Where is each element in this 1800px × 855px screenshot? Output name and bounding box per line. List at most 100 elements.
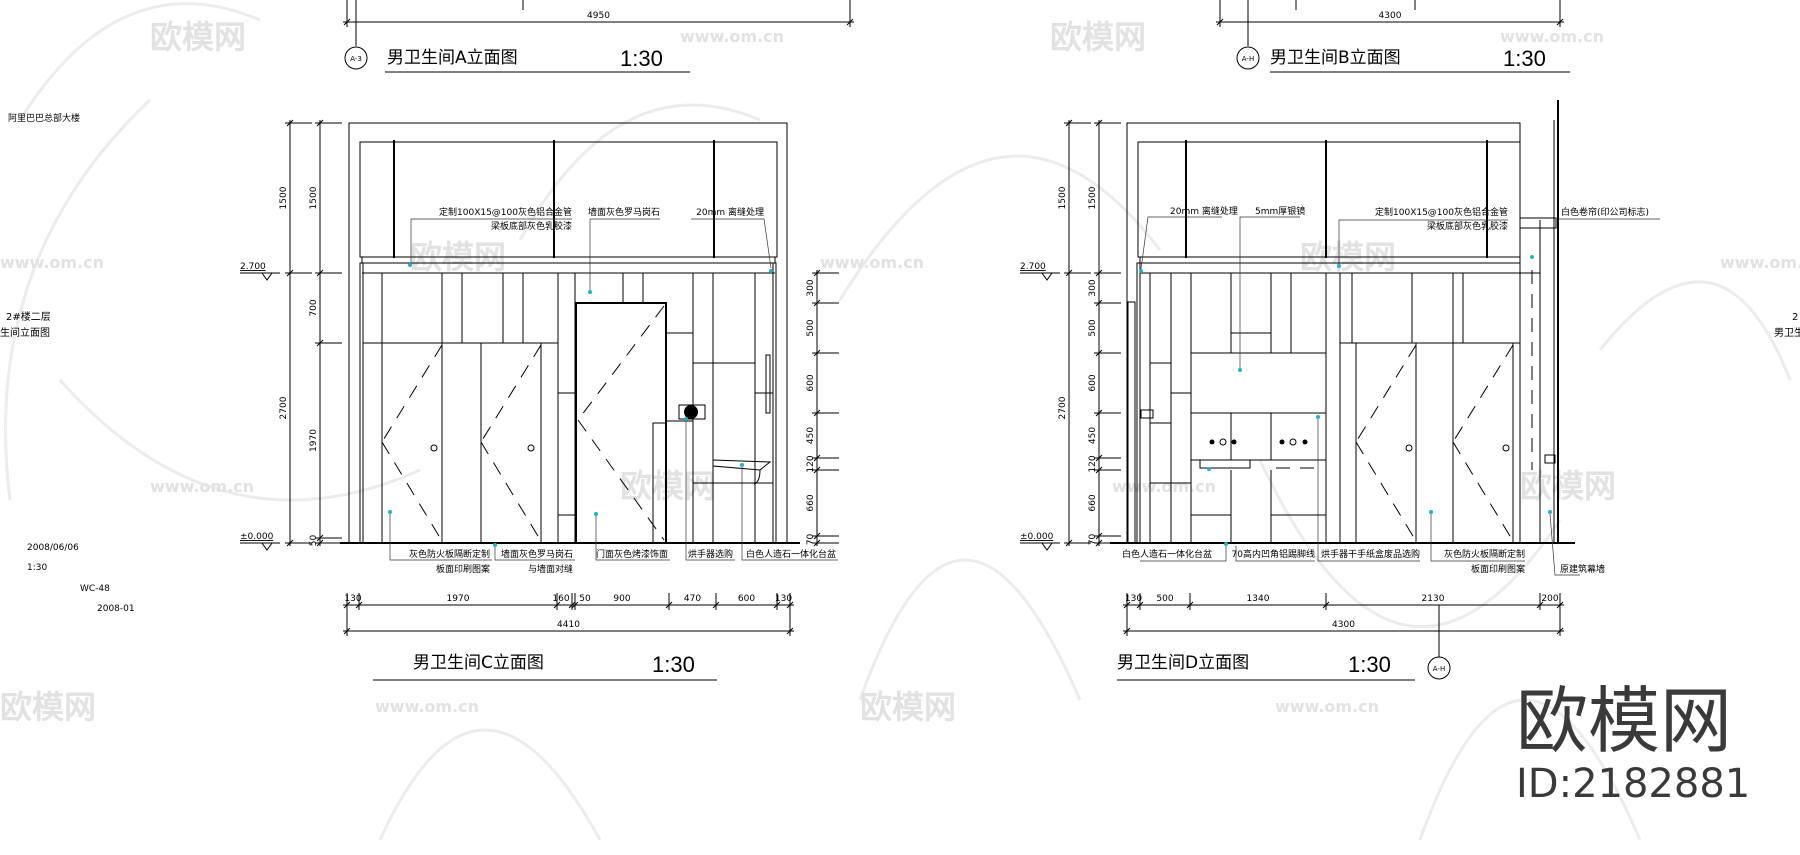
- dimension-label: 1500: [1088, 186, 1098, 209]
- brand-watermark: 欧模网 ID:2182881: [1516, 679, 1750, 807]
- dimension-label: 130: [775, 594, 792, 604]
- dimension-label: 1970: [447, 594, 470, 604]
- dimension-tick: [286, 539, 294, 547]
- note: 梁板底部灰色乳胶漆: [1427, 220, 1508, 232]
- model-id: ID:2182881: [1516, 761, 1750, 807]
- note: 烘手器干手纸盒废品选购: [1321, 548, 1420, 560]
- elevation-c-notes: 定制100X15@100灰色铝合金管 梁板底部灰色乳胶漆 墙面灰色罗马岗石 20…: [373, 206, 836, 681]
- watermark-site: www.om.cn: [1720, 253, 1800, 272]
- dimension-tick: [712, 601, 720, 609]
- watermarks: 欧模网 www.om.cn 欧模网 www.om.cn www.om.cn 欧模…: [0, 18, 1800, 726]
- sheet-info: 阿里巴巴总部大楼 2#楼二层 生间立面图 2008/06/06 1:30 WC-…: [0, 112, 1800, 614]
- dimension-tick: [343, 627, 351, 635]
- watermark-site: www.om.cn: [1112, 477, 1216, 496]
- dimension-tick: [568, 601, 576, 609]
- watermark-brand: 欧模网: [0, 688, 96, 726]
- dimension-label: 1500: [279, 186, 289, 209]
- dimension-label: 500: [1088, 319, 1098, 336]
- dimension-label: 2700: [1058, 396, 1068, 419]
- note: 5mm厚银镜: [1255, 205, 1305, 217]
- level-marker-icon: [261, 542, 273, 551]
- project-name: 阿里巴巴总部大楼: [8, 112, 80, 124]
- dimension-tick: [1536, 601, 1544, 609]
- dimension-label: 500: [1156, 594, 1173, 604]
- dimension-label: 300: [1088, 279, 1098, 296]
- dimension-label: 120: [806, 455, 816, 472]
- dimension-label: 4410: [557, 620, 580, 630]
- right-edge-name: 男卫生: [1774, 326, 1800, 339]
- watermark-site: www.om.cn: [375, 697, 479, 716]
- dimension-label: 450: [806, 427, 816, 444]
- dimension-tick: [1095, 299, 1103, 307]
- note: 与墙面对缝: [528, 563, 573, 575]
- watermark-brand: 欧模网: [150, 18, 246, 56]
- watermark-site: www.om.cn: [0, 253, 104, 272]
- dimension-label: 160: [552, 594, 569, 604]
- dimension-tick: [316, 119, 324, 127]
- dimension-tick: [773, 601, 781, 609]
- dimension-tick: [1095, 466, 1103, 474]
- dimension-label: 2130: [1422, 594, 1445, 604]
- dimension-tick: [316, 339, 324, 347]
- dimension-tick: [1095, 349, 1103, 357]
- note: 烘手器选购: [688, 548, 733, 560]
- watermark-arcs: [4, 2, 1792, 841]
- dimension-tick: [1216, 18, 1224, 26]
- note: 白色人造石一体化台盆: [1122, 548, 1212, 560]
- elevation-d: [1110, 100, 1660, 576]
- dimension-label: 700: [309, 299, 319, 316]
- watermark-site: www.om.cn: [1275, 697, 1379, 716]
- view-a-title-block: A-3 男卫生间A立面图 1:30: [344, 0, 690, 73]
- dimension-tick: [786, 627, 794, 635]
- watermark-site: www.om.cn: [680, 27, 784, 46]
- note: 墙面灰色罗马岗石: [588, 206, 660, 218]
- dimension-label: 300: [806, 279, 816, 296]
- dimension-tick: [571, 601, 579, 609]
- right-edge-floor: 2: [1792, 312, 1798, 323]
- level-marker-icon: [1041, 542, 1053, 551]
- sheet-scale: 1:30: [27, 563, 47, 573]
- section-bubble: [1427, 656, 1451, 680]
- view-d-title: 男卫生间D立面图: [1117, 653, 1249, 673]
- dimension-label: 70: [806, 534, 816, 546]
- dimension-tick: [1556, 627, 1564, 635]
- dimension-tick: [1065, 269, 1073, 277]
- dimension-label: 660: [806, 494, 816, 511]
- dimension-tick: [813, 539, 821, 547]
- issue: 2008-01: [97, 604, 135, 614]
- dimension-tick: [1556, 18, 1564, 26]
- dimension-label: 1970: [309, 429, 319, 452]
- dimension-label: 900: [613, 594, 630, 604]
- dimension-label: 1500: [1058, 186, 1068, 209]
- dimension-tick: [316, 534, 324, 542]
- note: 墙面灰色罗马岗石: [501, 548, 573, 560]
- drawing-name: 生间立面图: [0, 326, 50, 339]
- dimension-tick: [1095, 539, 1103, 547]
- note: 20mm 离缝处理: [1170, 205, 1238, 217]
- dimension-tick: [1065, 119, 1073, 127]
- dimension-tick: [813, 454, 821, 462]
- dimension-tick: [1095, 454, 1103, 462]
- elevation-d-notes: 20mm 离缝处理 5mm厚银镜 定制100X15@100灰色铝合金管 梁板底部…: [1117, 205, 1649, 681]
- level-label: ±0.000: [240, 532, 274, 542]
- view-a-title: 男卫生间A立面图: [387, 48, 518, 68]
- dimension-label: 50: [309, 535, 319, 547]
- section-bubble: [1236, 46, 1260, 70]
- drawing-number: WC-48: [80, 584, 110, 594]
- dimension-label: 1340: [1247, 594, 1270, 604]
- dimension-tick: [355, 601, 363, 609]
- dimension-label: 4300: [1332, 620, 1355, 630]
- dimension-label: 1500: [309, 186, 319, 209]
- dimension-tick: [1095, 409, 1103, 417]
- watermark-brand: 欧模网: [1050, 18, 1146, 56]
- watermark-site: www.om.cn: [820, 253, 924, 272]
- note: 板面印刷图案: [1471, 563, 1525, 575]
- level-label: 2.700: [1020, 262, 1046, 272]
- dimension-tick: [1186, 601, 1194, 609]
- dimension-tick: [665, 601, 673, 609]
- dimension-tick: [846, 18, 854, 26]
- dimension-tick: [813, 466, 821, 474]
- note: 灰色防火板隔断定制: [1444, 548, 1525, 560]
- dimension-label: 600: [738, 594, 755, 604]
- dimension-tick: [813, 409, 821, 417]
